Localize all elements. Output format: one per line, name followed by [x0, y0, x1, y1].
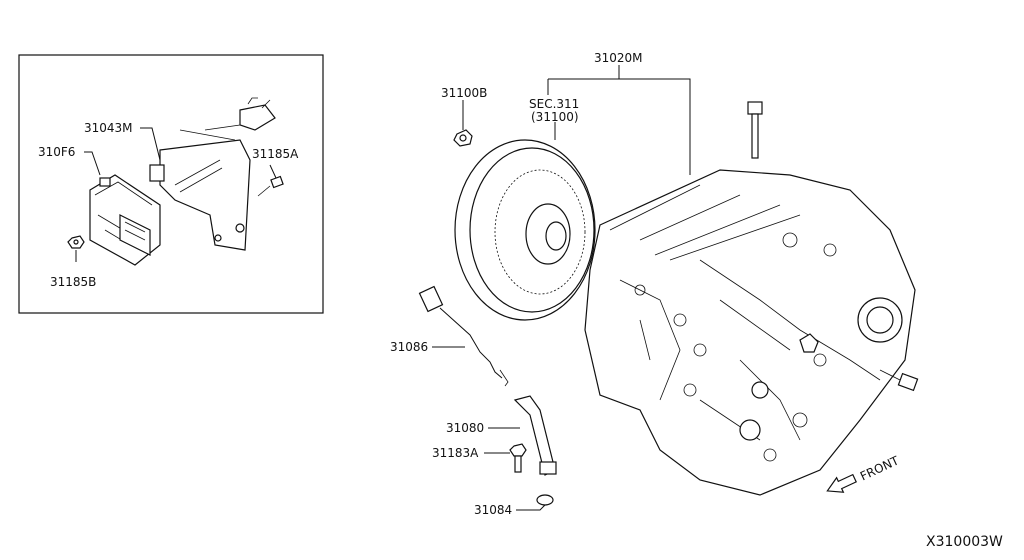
- transaxle-housing-illustration: [584, 169, 916, 496]
- label-31080: 31080: [446, 421, 484, 435]
- front-label: FRONT: [858, 453, 902, 483]
- control-unit-illustration: [89, 174, 161, 266]
- label-31100B: 31100B: [441, 86, 487, 100]
- label-sec311: SEC.311: [529, 97, 579, 111]
- label-31183A: 31183A: [432, 446, 479, 460]
- label-310F6: 310F6: [38, 145, 75, 159]
- leader-31020M: [547, 78, 691, 175]
- housing-right-bolt-illustration: [879, 369, 919, 392]
- dipstick-31086-illustration: [418, 285, 509, 387]
- leader-31185A: [269, 164, 277, 179]
- leader-310F6: [84, 151, 101, 176]
- diagram-code: X310003W: [926, 534, 1003, 550]
- label-31086: 31086: [390, 340, 428, 354]
- bolt-31183A-illustration: [509, 443, 527, 473]
- charging-pipe-31080-illustration: [513, 395, 557, 476]
- nut-31100B-illustration: [453, 129, 473, 147]
- label-sec311-ref: (31100): [531, 110, 579, 124]
- housing-top-bolt-illustration: [747, 101, 763, 159]
- nut-31185B-illustration: [67, 235, 85, 249]
- label-31043M: 31043M: [84, 121, 133, 135]
- leader-31043M: [140, 127, 161, 161]
- label-31084: 31084: [474, 503, 512, 517]
- bolt-31185A-illustration: [257, 175, 284, 197]
- label-31185A: 31185A: [252, 147, 299, 161]
- label-31020M: 31020M: [594, 51, 643, 65]
- label-31185B: 31185B: [50, 275, 96, 289]
- leader-31084: [516, 504, 546, 511]
- bracket-illustration: [149, 97, 276, 251]
- o-ring-31084-illustration: [536, 494, 554, 506]
- front-arrow-icon: [826, 473, 857, 493]
- torque-converter-illustration: [454, 139, 596, 321]
- inset-frame: [18, 54, 324, 314]
